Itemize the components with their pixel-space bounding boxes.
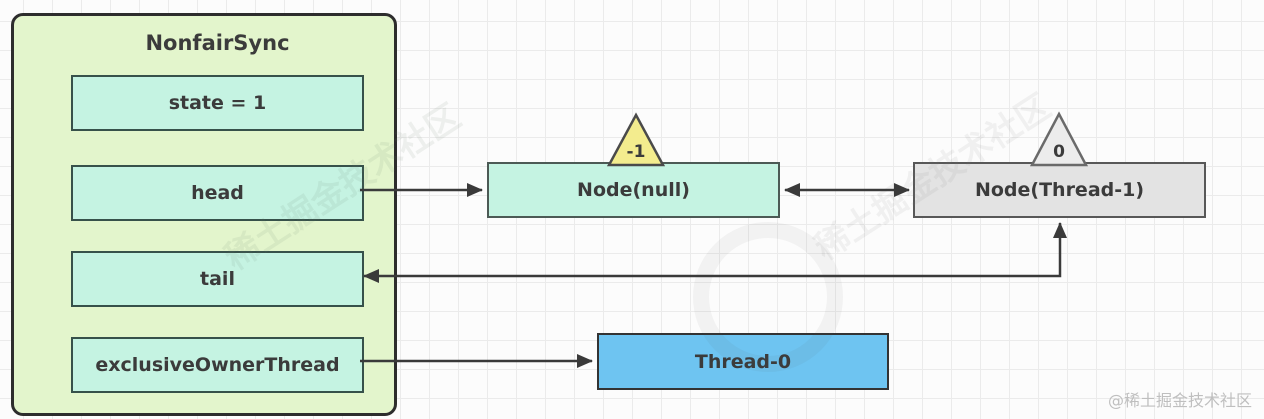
triangle-icon xyxy=(1029,111,1089,167)
arrow-tail-to-node-thread1 xyxy=(363,222,1067,283)
waitstatus-value: -1 xyxy=(627,142,646,162)
thread0-box: Thread-0 xyxy=(597,333,889,390)
waitstatus-badge-node-thread1: 0 xyxy=(1029,111,1089,167)
field-tail: tail xyxy=(71,251,364,307)
nonfairsync-title: NonfairSync xyxy=(145,31,290,55)
waitstatus-value: 0 xyxy=(1053,142,1065,162)
waitstatus-badge-node-null: -1 xyxy=(606,112,666,167)
node-thread1-box: Node(Thread-1) xyxy=(913,162,1206,218)
node-null-box: Node(null) xyxy=(487,162,780,218)
triangle-icon xyxy=(606,112,666,167)
watermark-credit: @稀土掘金技术社区 xyxy=(1107,391,1252,410)
field-head: head xyxy=(71,165,364,221)
field-exclusiveownerthread: exclusiveOwnerThread xyxy=(71,337,364,393)
nonfairsync-container: NonfairSync state = 1 head tail exclusiv… xyxy=(11,13,397,416)
field-state: state = 1 xyxy=(71,75,364,131)
